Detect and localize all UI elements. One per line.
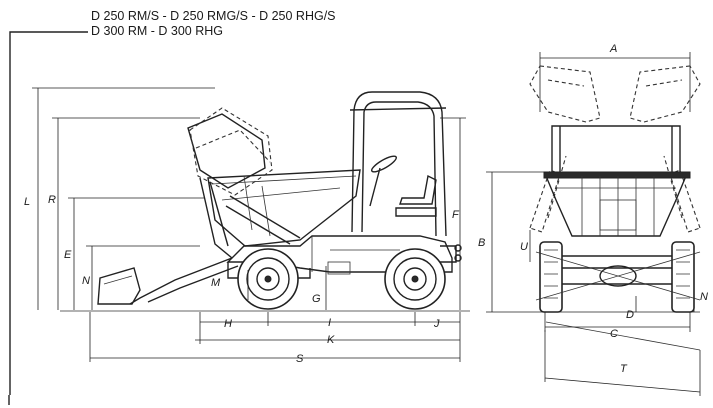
dim-label-I: I (328, 317, 331, 329)
dim-label-A: A (609, 43, 617, 55)
dim-label-N-front: N (700, 291, 708, 303)
skip-raised (187, 113, 266, 189)
side-vertical-dimensions (32, 87, 466, 310)
model-list-line-1: D 250 RM/S - D 250 RMG/S - D 250 RHG/S (91, 9, 336, 23)
dim-label-F: F (452, 209, 460, 221)
front-wheel (384, 248, 446, 310)
dim-label-G: G (312, 293, 321, 305)
model-bracket (8, 31, 88, 405)
side-view: L R E N M H G I J K S F (24, 87, 470, 365)
front-tire-right (671, 241, 695, 313)
front-skip-raised-left (529, 65, 601, 123)
skip-body (207, 169, 361, 247)
front-view: A B U C D N T (478, 43, 708, 396)
front-skip-body (544, 175, 688, 237)
dim-label-D: D (626, 309, 634, 321)
dim-label-E: E (64, 249, 72, 261)
dim-label-S: S (296, 353, 304, 365)
dim-label-M: M (211, 277, 221, 289)
lift-arm-rear (199, 177, 233, 259)
front-tire-left (539, 241, 563, 313)
rops-frame (351, 91, 447, 237)
loader-arm (129, 257, 233, 305)
seat (399, 174, 437, 205)
lift-arm-link (229, 195, 301, 239)
loader-bucket (97, 267, 141, 305)
dim-label-J: J (433, 318, 440, 330)
dim-label-L: L (24, 196, 30, 208)
skip-raised-outline (189, 107, 273, 196)
dim-label-T: T (620, 363, 628, 375)
dim-label-N: N (82, 275, 90, 287)
steering-wheel (371, 155, 397, 173)
front-rops (551, 125, 681, 176)
front-skip-raised-right (629, 65, 701, 123)
dim-label-U: U (520, 241, 528, 253)
rear-wheel (237, 248, 299, 310)
dim-label-C: C (610, 328, 618, 340)
model-list-line-2: D 300 RM - D 300 RHG (91, 24, 223, 38)
dim-label-R: R (48, 194, 56, 206)
dim-label-B: B (478, 237, 485, 249)
dim-label-H: H (224, 318, 232, 330)
dim-label-K: K (327, 334, 335, 346)
side-horizontal-dimensions (89, 312, 461, 362)
